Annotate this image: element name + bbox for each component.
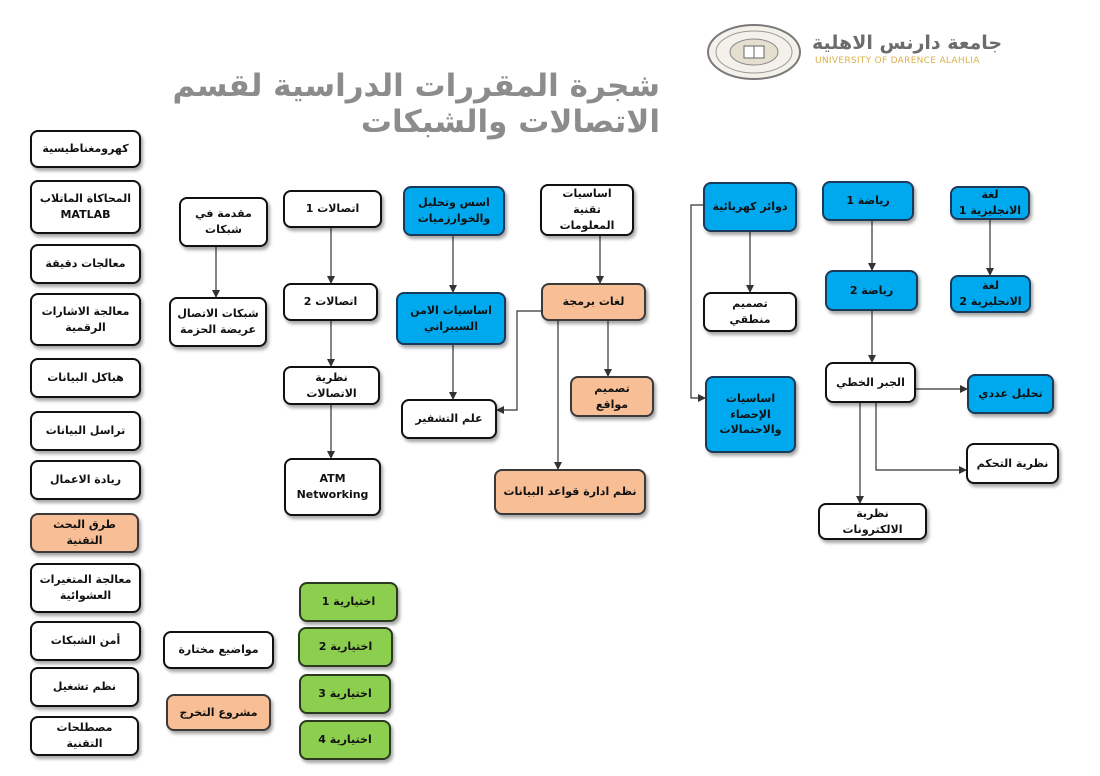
course-graduation-project[interactable]: مشروع التخرج — [166, 694, 271, 731]
course-intro-networks[interactable]: مقدمة في شبكات — [179, 197, 268, 247]
course-cryptography[interactable]: علم التشفير — [401, 399, 497, 439]
page-title: شجرة المقررات الدراسية لقسم الاتصالات وا… — [172, 68, 660, 140]
course-digital-signal-processing[interactable]: معالجة الاشارات الرقمية — [30, 293, 141, 346]
course-network-security[interactable]: أمن الشبكات — [30, 621, 141, 661]
course-control-theory[interactable]: نظرية التحكم — [966, 443, 1059, 484]
course-research-methods[interactable]: طرق البحث التقنية — [30, 513, 139, 553]
course-data-communication[interactable]: تراسل البيانات — [30, 411, 141, 451]
course-web-design[interactable]: تصميم مواقع — [570, 376, 654, 417]
course-microprocessors[interactable]: معالجات دقيقة — [30, 244, 141, 284]
course-elective3[interactable]: اختيارية 3 — [299, 674, 391, 714]
course-numerical-analysis[interactable]: تحليل عددي — [967, 374, 1054, 414]
course-broadband-networks[interactable]: شبكات الاتصال عريضة الحزمة — [169, 297, 267, 347]
course-it-fundamentals[interactable]: اساسيات تقنية المعلومات — [540, 184, 634, 236]
course-logic-design[interactable]: تصميم منطقي — [703, 292, 797, 332]
course-algorithms[interactable]: اسس وتحليل والخوارزميات — [403, 186, 505, 236]
course-electromagnetics[interactable]: كهرومغناطيسية — [30, 130, 141, 168]
course-technical-terms[interactable]: مصطلحات التقنية — [30, 716, 139, 756]
course-electronics-theory[interactable]: نظرية الالكترونات — [818, 503, 927, 540]
course-elective2[interactable]: اختيارية 2 — [298, 627, 393, 667]
course-electric-circuits[interactable]: دوائر كهربائية — [703, 182, 797, 232]
course-cyber-security[interactable]: اساسيات الامن السيبراني — [396, 292, 506, 345]
course-operating-systems[interactable]: نظم تشغيل — [30, 667, 139, 707]
course-database-management[interactable]: نظم ادارة قواعد البيانات — [494, 469, 646, 515]
course-english1[interactable]: لغة الانجليزية 1 — [950, 186, 1030, 220]
course-programming-languages[interactable]: لغات برمجة — [541, 283, 646, 321]
course-math1[interactable]: رياضة 1 — [822, 181, 914, 221]
course-statistics-probability[interactable]: اساسيات الإحصاء والاحتمالات — [705, 376, 796, 453]
university-seal-logo — [707, 24, 801, 80]
course-matlab-simulation[interactable]: المحاكاة الماتلاب MATLAB — [30, 180, 141, 234]
course-comm1[interactable]: اتصالات 1 — [283, 190, 382, 228]
course-atm-networking[interactable]: ATM Networking — [284, 458, 381, 516]
course-selected-topics[interactable]: مواضيع مختارة — [163, 631, 274, 669]
course-elective4[interactable]: اختيارية 4 — [299, 720, 391, 760]
course-math2[interactable]: رياضة 2 — [825, 270, 918, 311]
course-comm2[interactable]: اتصالات 2 — [283, 283, 378, 321]
course-random-variables[interactable]: معالجة المتغيرات العشوائية — [30, 563, 141, 613]
course-comm-theory[interactable]: نظرية الاتصالات — [283, 366, 380, 405]
course-elective1[interactable]: اختيارية 1 — [299, 582, 398, 622]
course-data-structures[interactable]: هياكل البيانات — [30, 358, 141, 398]
university-name-arabic: جامعة دارنس الاهلية — [812, 32, 1003, 54]
course-english2[interactable]: لغة الانجليزية 2 — [950, 275, 1031, 313]
university-name-english: UNIVERSITY OF DARENCE ALAHLIA — [815, 56, 980, 66]
course-linear-algebra[interactable]: الجبر الخطي — [825, 362, 916, 403]
course-entrepreneurship[interactable]: ريادة الاعمال — [30, 460, 141, 500]
